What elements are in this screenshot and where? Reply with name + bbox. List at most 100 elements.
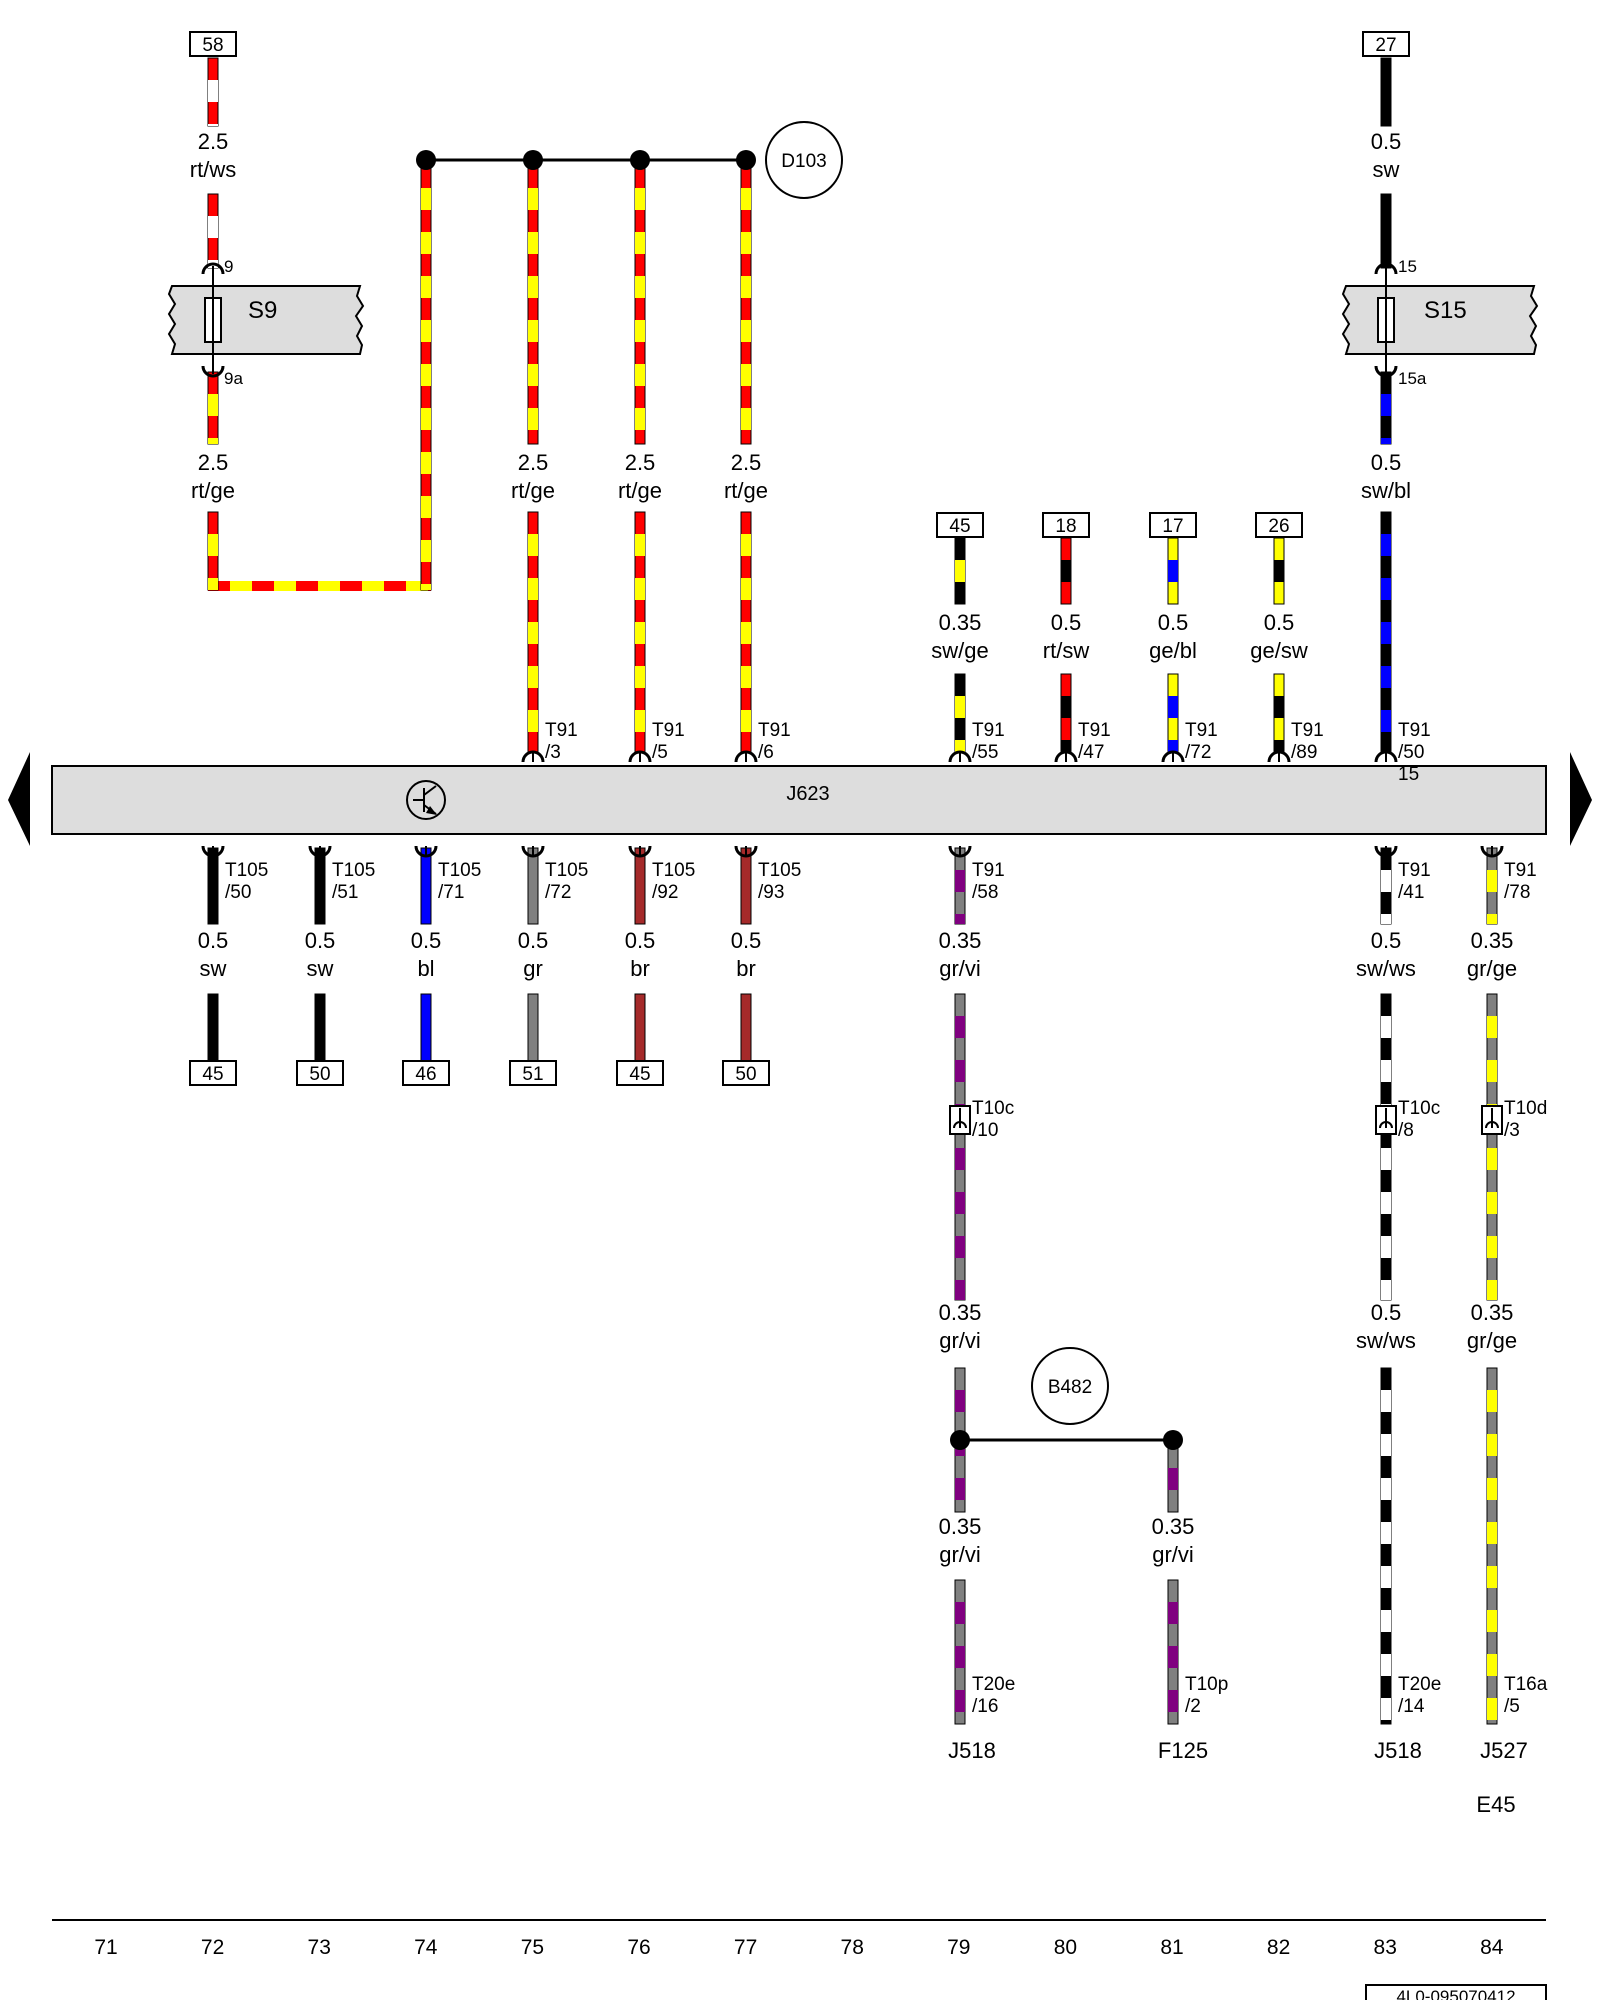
wire-stripe [741,320,751,342]
wire-color-label: gr/vi [939,1328,981,1353]
grid-number: 83 [1374,1936,1397,1959]
wire-stripe [208,578,218,590]
terminal-ref-box [189,1060,237,1086]
wire-stripe [208,394,218,416]
wire-stripe [1487,914,1497,924]
wire-75-bottom-lower [527,993,539,1063]
wire-stripe [1381,1148,1391,1170]
pin-bottom-conn: T105 [652,860,695,881]
wire-stripe [955,870,965,892]
wire-stripe [1381,438,1391,444]
wire-size-label: 0.35 [1471,928,1514,953]
wire-stripe [528,408,538,430]
wire-stripe [1061,740,1071,752]
wire-color-label: sw [200,956,227,981]
wire-size-label: 0.35 [1152,1514,1195,1539]
splice-b482: B482 [950,1347,1183,1450]
pin-bottom-conn: T105 [758,860,801,881]
page-right-arrow[interactable] [1570,752,1592,846]
wire-stripe [1168,1690,1178,1712]
wire-size-label: 0.5 [1371,928,1402,953]
page-left-arrow[interactable] [8,752,30,846]
wire-stripe [1381,710,1391,732]
wire-size-label: 0.35 [939,928,982,953]
grid-number: 80 [1054,1936,1077,1959]
wire-77-bottom-lower [740,993,752,1063]
wire-color-label: sw [1373,157,1400,182]
wire-stripe [1381,622,1391,644]
wire-stripe [421,408,431,430]
terminal-ref-box [1255,512,1303,538]
wire-stripe [955,560,965,582]
wire-color-label: rt/ws [190,157,236,182]
wire-stripe [1381,1016,1391,1038]
pin-top-conn: T91 [972,720,1005,741]
wire-color-label: sw/bl [1361,478,1411,503]
wire-stripe [421,320,431,342]
wire-stripe [421,584,431,590]
wire-stripe [1168,740,1178,752]
wire-stripe [1274,560,1284,582]
pin-top-pin: /55 [972,742,998,763]
end-pin-pin: /16 [972,1696,998,1717]
pin-bottom-conn: T105 [545,860,588,881]
pin-bottom-pin: /41 [1398,882,1424,903]
wire-size-label: 0.5 [518,928,549,953]
pin-top-conn: T91 [1291,720,1324,741]
terminal-ref-box [1042,512,1090,538]
wire-stripe [1381,666,1391,688]
wire-stripe [1487,1566,1497,1588]
wire-segments [207,57,1498,1725]
fuse-s9-term-out: 9a [224,369,243,388]
wire-color-label: sw/ws [1356,956,1416,981]
terminal-ref-label: 50 [309,1064,330,1085]
wire-stripe [1381,1434,1391,1456]
pin-bottom-pin: /93 [758,882,784,903]
terminal-ref-label: 18 [1055,516,1076,537]
wire-stripe [528,320,538,342]
wire-size-label: 2.5 [518,450,549,475]
wire-stripe [1381,1610,1391,1632]
pin-top-pin: /5 [652,742,668,763]
fuse-s15: S15 15 15a [1341,257,1539,388]
wire-size-label: 0.35 [1471,1300,1514,1325]
pin-bottom-pin: /71 [438,882,464,903]
wire-stripe [208,216,218,238]
grid-number: 77 [734,1936,757,1959]
wire-72-bottom-lower [207,993,219,1063]
wire-stripe [741,276,751,298]
wire-color-label: sw/ge [931,638,988,663]
wire-stripe [955,914,965,924]
pin-bottom-conn: T105 [225,860,268,881]
wire-stripe [528,578,538,600]
wire-color-label: rt/ge [511,478,555,503]
end-pin-pin: /5 [1504,1696,1520,1717]
wire-stripe [421,540,431,562]
wire-stripe [274,581,296,591]
wire-stripe [1487,1390,1497,1412]
wire-stripe [741,666,751,688]
terminal-ref-box [1149,512,1197,538]
wire-stripe [528,622,538,644]
terminal-ref-label: 45 [202,1064,223,1085]
wire-stripe [1061,560,1071,582]
wire-color-label: gr [523,956,543,981]
wire-stripe [955,1602,965,1624]
fuse-s15-term-in: 15 [1398,257,1417,276]
wire-color-label: rt/ge [191,478,235,503]
wire-color-label: rt/ge [724,478,768,503]
end-pin-conn: T16a [1504,1674,1548,1695]
end-pin-pin: /2 [1185,1696,1201,1717]
wire-size-label: 0.35 [939,1514,982,1539]
wire-color-label: rt/sw [1043,638,1090,663]
wire-stripe [528,666,538,688]
pin-top-conn: T91 [545,720,578,741]
end-pin-conn: T20e [1398,1674,1441,1695]
doc-ref-label: 4L0-095070412 [1396,1987,1515,2000]
terminal-ref-label: 45 [949,516,970,537]
grid-number: 71 [94,1936,117,1959]
wire-size-label: 0.5 [198,928,229,953]
wire-size-label: 2.5 [198,129,229,154]
wire-stripe [1487,1478,1497,1500]
wire-size-label: 0.5 [305,928,336,953]
